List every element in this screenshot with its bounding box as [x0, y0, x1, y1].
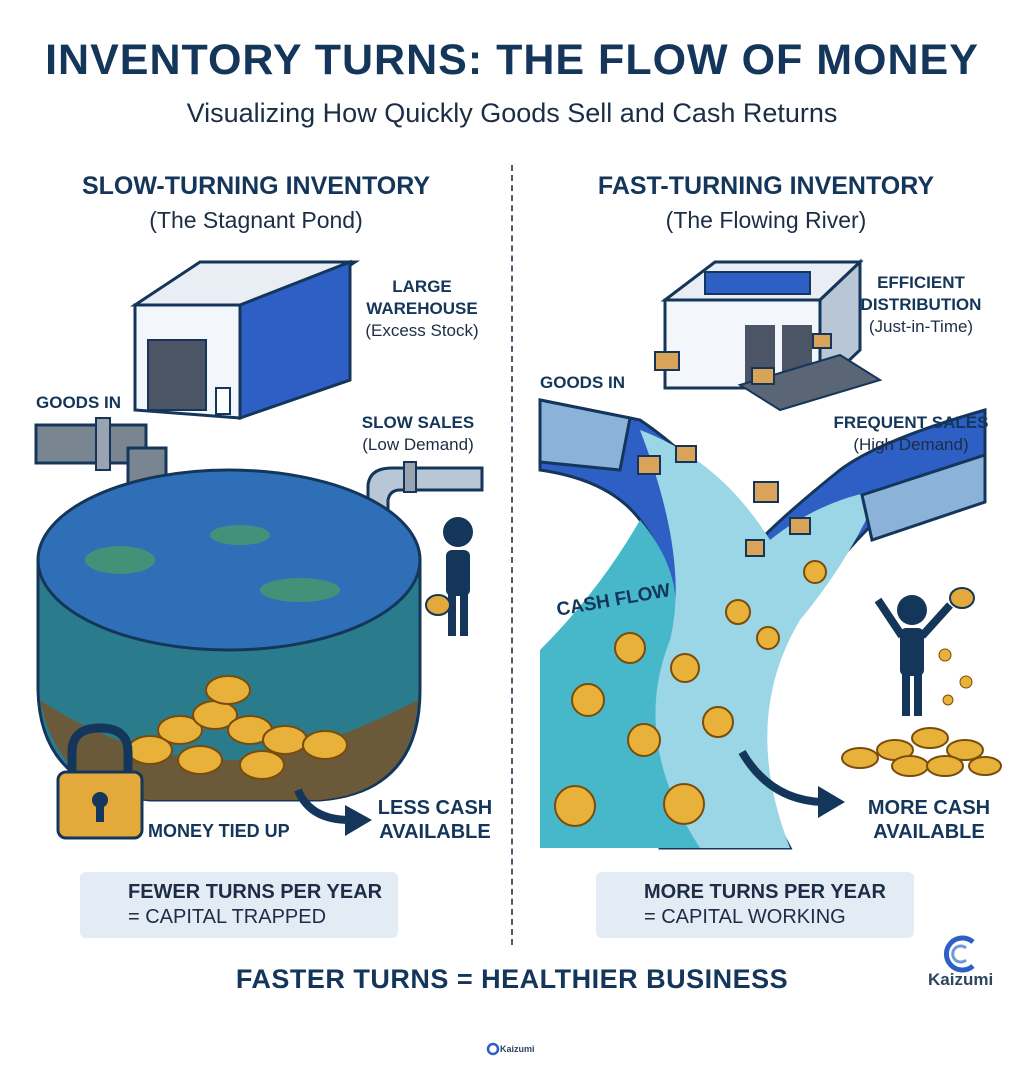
- footer-tagline: FASTER TURNS = HEALTHIER BUSINESS: [235, 964, 789, 994]
- distribution-note: (Just-in-Time): [868, 317, 974, 336]
- right-summary-line-2: = CAPITAL WORKING: [644, 906, 846, 928]
- warehouse-label: LARGE WAREHOUSE (Excess Stock): [352, 276, 492, 342]
- coin-pile-right: [841, 727, 1002, 777]
- warehouse-title-1: LARGE: [392, 277, 452, 296]
- panel-divider: [511, 165, 513, 945]
- less-cash-line-2: AVAILABLE: [379, 821, 491, 843]
- less-cash-label: LESS CASH AVAILABLE: [372, 796, 498, 844]
- brand-name-small: Kaizumi: [500, 1044, 535, 1054]
- more-cash-line-1: MORE CASH: [867, 797, 991, 819]
- slow-sales-title: SLOW SALES: [361, 413, 475, 432]
- right-summary-line-1: MORE TURNS PER YEAR: [644, 881, 886, 903]
- small-logo-icon: [486, 1042, 500, 1056]
- distribution-title-2: DISTRIBUTION: [860, 295, 982, 314]
- slow-sales-label: SLOW SALES (Low Demand): [348, 412, 488, 456]
- left-heading: SLOW-TURNING INVENTORY: [81, 172, 431, 200]
- frequent-sales-label: FREQUENT SALES (High Demand): [826, 412, 996, 456]
- page-subtitle: Visualizing How Quickly Goods Sell and C…: [186, 98, 838, 128]
- more-cash-label: MORE CASH AVAILABLE: [864, 796, 994, 844]
- right-panel-header: FAST-TURNING INVENTORY (The Flowing Rive…: [516, 172, 1016, 234]
- less-cash-line-1: LESS CASH: [377, 797, 493, 819]
- less-cash-arrow-icon: [294, 788, 351, 824]
- slow-sales-note: (Low Demand): [362, 435, 474, 454]
- page-title: INVENTORY TURNS: THE FLOW OF MONEY: [45, 36, 979, 84]
- left-goods-in-label: GOODS IN: [36, 393, 122, 412]
- left-summary-text: FEWER TURNS PER YEAR = CAPITAL TRAPPED: [128, 880, 382, 930]
- right-goods-in-label: GOODS IN: [540, 373, 626, 392]
- more-cash-arrow-icon: [738, 749, 823, 806]
- warehouse-icon: [130, 259, 360, 421]
- warehouse-title-2: WAREHOUSE: [366, 299, 478, 318]
- more-cash-line-2: AVAILABLE: [873, 821, 985, 843]
- money-tied-up-label: MONEY TIED UP: [148, 821, 290, 841]
- frequent-sales-title: FREQUENT SALES: [833, 413, 989, 432]
- logo-icon: [943, 935, 975, 973]
- left-panel-header: SLOW-TURNING INVENTORY (The Stagnant Pon…: [6, 172, 506, 234]
- distribution-title-1: EFFICIENT: [877, 273, 965, 292]
- left-summary-line-2: = CAPITAL TRAPPED: [128, 906, 327, 928]
- pond-icon: [36, 468, 422, 802]
- right-summary-box: MORE TURNS PER YEAR = CAPITAL WORKING: [596, 872, 914, 938]
- warehouse-note: (Excess Stock): [365, 321, 479, 340]
- distribution-center-icon: [654, 258, 883, 412]
- brand-name: Kaizumi: [928, 970, 994, 989]
- right-summary-text: MORE TURNS PER YEAR = CAPITAL WORKING: [644, 880, 886, 930]
- box-icon: [637, 445, 811, 557]
- padlock-icon: [56, 723, 144, 840]
- right-heading: FAST-TURNING INVENTORY: [597, 172, 935, 200]
- left-summary-box: FEWER TURNS PER YEAR = CAPITAL TRAPPED: [80, 872, 398, 938]
- happy-person-icon: [874, 587, 975, 716]
- distribution-label: EFFICIENT DISTRIBUTION (Just-in-Time): [846, 272, 996, 338]
- right-subheading: (The Flowing River): [665, 207, 867, 233]
- sad-person-icon: [425, 517, 473, 636]
- left-summary-line-1: FEWER TURNS PER YEAR: [128, 881, 383, 903]
- frequent-sales-note: (High Demand): [853, 435, 969, 454]
- left-subheading: (The Stagnant Pond): [149, 207, 363, 233]
- coin-pile-left: [127, 675, 348, 780]
- coin-icon: [554, 560, 827, 827]
